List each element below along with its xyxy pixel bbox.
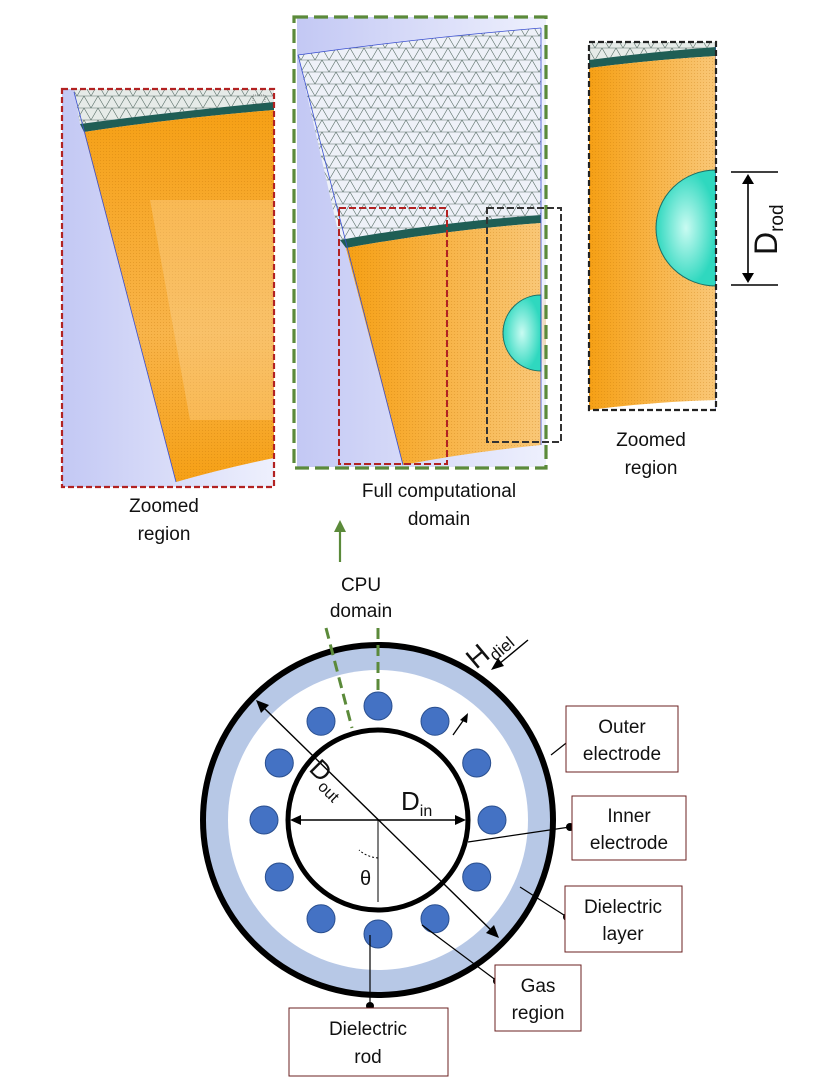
right-zoom-caption-2: region [625, 458, 678, 479]
cpu-domain-label-2: domain [330, 601, 392, 622]
left-zoom-caption-2: region [138, 524, 191, 545]
rod-gap-arrow [452, 713, 468, 736]
full-domain-caption-1: Full computational [362, 481, 516, 502]
full-domain-right-zoom-marker [486, 207, 562, 443]
dielectric-rod-8 [306, 904, 336, 934]
dielectric-rod-9 [264, 862, 294, 892]
dielectric-rod-2 [420, 706, 450, 736]
callout-dielectric-rod: Dielectric rod [288, 1007, 449, 1077]
h-diel-arrow [491, 639, 529, 670]
dielectric-rod-6 [420, 904, 450, 934]
d-in-label: Din [401, 786, 432, 820]
svg-text:Dielectric: Dielectric [584, 897, 662, 918]
callout-gas-region: Gas region [494, 964, 582, 1032]
svg-text:Gas: Gas [521, 976, 556, 997]
full-domain-frame [292, 15, 548, 470]
theta-marker [358, 820, 379, 902]
dielectric-rod-4 [477, 805, 507, 835]
svg-text:Inner: Inner [607, 806, 651, 827]
svg-text:region: region [512, 1003, 565, 1024]
theta-label: θ [360, 868, 371, 890]
left-zoom-caption-1: Zoomed [129, 496, 199, 517]
callout-dielectric-layer: Dielectric layer [564, 885, 683, 953]
right-zoom-caption-1: Zoomed [616, 430, 686, 451]
svg-text:Outer: Outer [598, 717, 646, 738]
full-domain-caption-2: domain [408, 509, 470, 530]
d-out-dimension [256, 700, 499, 938]
d-rod-label: Drod [748, 204, 788, 255]
svg-text:electrode: electrode [583, 744, 661, 765]
full-domain-panel [297, 17, 546, 467]
dielectric-rod-5 [462, 862, 492, 892]
left-zoom-panel [62, 89, 274, 487]
left-zoom-frame [60, 87, 276, 489]
dielectric-rod-10 [249, 805, 279, 835]
cpu-domain-line-left [324, 627, 354, 729]
right-zoom-panel [589, 42, 716, 410]
dielectric-rod-3 [462, 748, 492, 778]
d-rod-dimension [731, 171, 778, 286]
dielectric-rod-1 [363, 691, 393, 721]
svg-text:Dielectric: Dielectric [329, 1019, 407, 1040]
dielectric-rod-11 [264, 748, 294, 778]
svg-text:rod: rod [354, 1047, 381, 1068]
cpu-domain-label-1: CPU [341, 575, 381, 596]
callout-inner-electrode: Inner electrode [571, 795, 687, 861]
callout-leaders [369, 739, 571, 1006]
callout-outer-electrode: Outer electrode [565, 705, 679, 773]
svg-text:layer: layer [602, 924, 644, 945]
dielectric-rod-12 [306, 706, 336, 736]
right-zoom-frame [587, 40, 718, 412]
svg-text:electrode: electrode [590, 833, 668, 854]
cpu-domain-arrow [334, 520, 346, 562]
full-domain-left-zoom-marker [338, 207, 448, 465]
dielectric-rod-7 [363, 919, 393, 949]
dielectric-rods [249, 691, 507, 949]
